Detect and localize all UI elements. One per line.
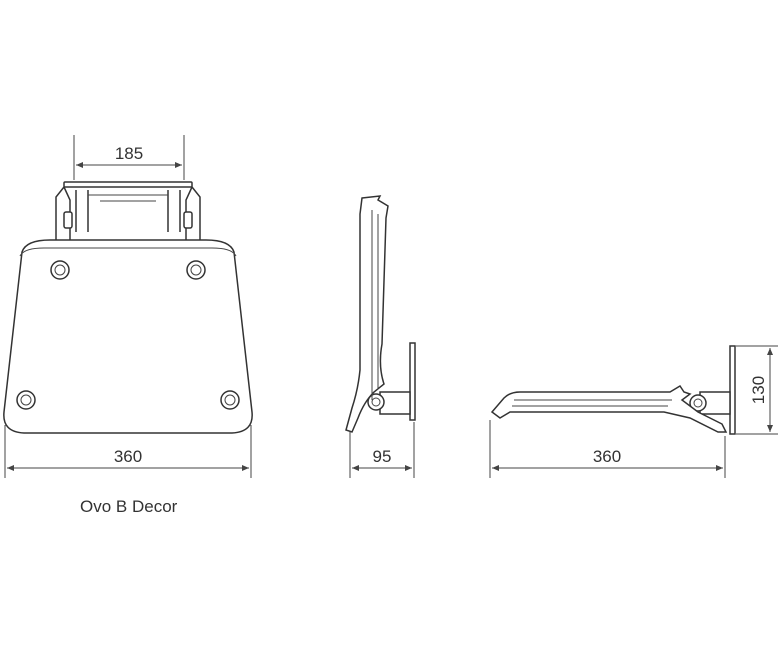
side-view-folded: 95 xyxy=(345,195,416,478)
front-hole-top-right xyxy=(186,260,206,280)
open-hinge xyxy=(689,394,707,412)
front-hinge-left xyxy=(63,211,73,229)
front-seat-inner-line xyxy=(19,247,237,257)
dimension-95: 95 xyxy=(349,422,415,478)
dimension-185: 185 xyxy=(73,135,185,180)
front-hinge-right xyxy=(183,211,193,229)
open-wall-plate xyxy=(729,345,736,435)
front-bracket-plate xyxy=(63,181,193,188)
dimension-front-360: 360 xyxy=(4,425,252,478)
open-seat xyxy=(490,384,728,433)
front-bracket-left-arm xyxy=(55,186,89,240)
product-caption: Ovo B Decor xyxy=(80,497,178,516)
dimension-130: 130 xyxy=(736,345,778,435)
dimension-95-label: 95 xyxy=(373,447,392,466)
front-hole-bottom-right xyxy=(220,390,240,410)
dimension-front-360-label: 360 xyxy=(114,447,142,466)
side-wall-plate xyxy=(409,342,416,421)
front-view: 185 360 Ovo B Decor xyxy=(3,135,253,516)
front-hole-bottom-left xyxy=(16,390,36,410)
front-bracket-right-arm xyxy=(167,186,201,240)
side-view-open: 360 130 xyxy=(489,345,778,478)
dimension-open-360: 360 xyxy=(489,420,726,478)
front-seat-outline xyxy=(3,239,253,434)
dimension-130-label: 130 xyxy=(749,376,768,404)
dimension-open-360-label: 360 xyxy=(593,447,621,466)
front-hole-top-left xyxy=(50,260,70,280)
dimension-185-label: 185 xyxy=(115,144,143,163)
